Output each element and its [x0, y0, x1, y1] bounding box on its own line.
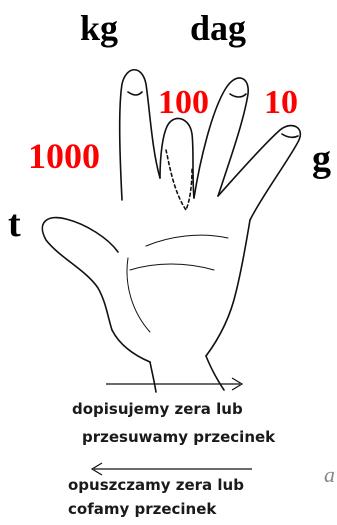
palm-left-edge: [111, 329, 151, 363]
middle-finger-folded: [165, 149, 193, 211]
stray-glyph: a: [324, 462, 335, 487]
factor-100: 100: [158, 84, 209, 121]
caption-left-line2: cofamy przecinek: [68, 500, 217, 518]
ring-finger-crease: [229, 93, 247, 98]
index-finger-outline: [118, 68, 161, 201]
arrow-right-head: [231, 377, 244, 391]
palm-right-edge: [205, 219, 251, 357]
caption-right-line2: przesuwamy przecinek: [82, 428, 276, 446]
ring-finger-outline: [193, 77, 249, 199]
caption-left-line1: opuszczamy zera lub: [68, 476, 244, 494]
unit-label-g: g: [312, 138, 331, 180]
factor-1000: 1000: [28, 136, 100, 176]
wrist-right: [205, 355, 225, 391]
unit-label-kg: kg: [80, 8, 119, 48]
index-finger-crease: [127, 91, 143, 96]
middle-finger-outline: [159, 117, 195, 199]
little-finger-crease: [281, 133, 299, 139]
unit-label-t: t: [8, 203, 21, 245]
palm-line-head: [129, 263, 215, 271]
caption-right-line1: dopisujemy zera lub: [72, 400, 243, 418]
factor-10: 10: [264, 84, 298, 121]
thumb-outline: [41, 216, 119, 331]
palm-line-heart: [145, 234, 229, 247]
unit-label-dag: dag: [190, 8, 247, 48]
wrist-left: [149, 361, 157, 393]
palm-line-life: [126, 257, 151, 333]
arrow-left-head: [90, 462, 103, 476]
little-finger-outline: [217, 124, 302, 221]
